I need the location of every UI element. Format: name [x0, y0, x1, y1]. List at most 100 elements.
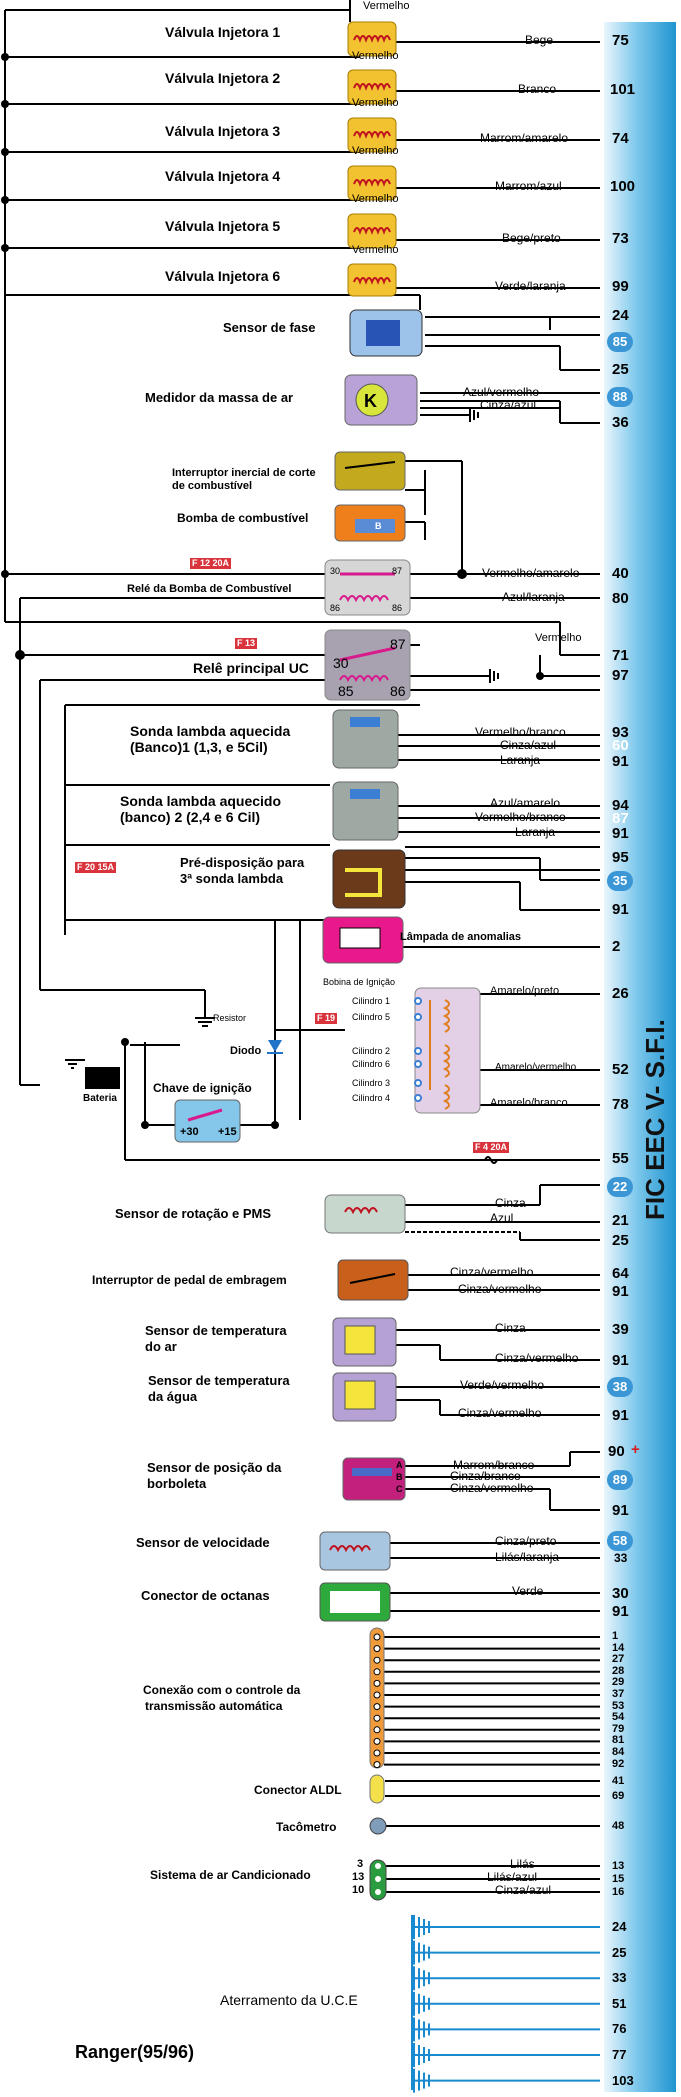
ignition-t30: +30: [180, 1126, 199, 1138]
o2-3-label-2: 3ª sonda lambda: [180, 871, 284, 886]
maf-label: Medidor da massa de ar: [145, 390, 294, 405]
ac-wire-2: Lilás/azul: [487, 1870, 538, 1884]
pin-2: 2: [612, 938, 621, 955]
trans-pin-14: 14: [612, 1641, 625, 1654]
tps-term-b: B: [396, 1472, 403, 1482]
pin-85-badge: 85: [607, 332, 633, 352]
trans-pin-1: 1: [612, 1630, 619, 1642]
injector-2-label: Válvula Injetora 2: [165, 70, 281, 86]
injector-5-label: Válvula Injetora 5: [165, 218, 281, 234]
o2-bank1-label: Sonda lambda aquecida: [130, 723, 291, 739]
pin-64: 64: [612, 1265, 629, 1282]
cyl-3: Cilindro 3: [352, 1078, 391, 1088]
ac-wire-3: Cinza/azul: [495, 1883, 552, 1897]
maf-wire-2: Cinza/azul: [480, 398, 537, 412]
o2-2-wire: Azul/amarelo: [490, 796, 561, 810]
coil-label: Bobina de Ignição: [323, 977, 396, 987]
trans-terminal: [373, 1749, 381, 1757]
cyl-5: Cilindro 5: [352, 1012, 391, 1022]
main-relay-wire: Vermelho: [535, 632, 582, 644]
pin-52: 52: [612, 1061, 629, 1078]
trans-terminal: [373, 1645, 381, 1653]
relay-terminal: 30: [330, 566, 341, 576]
ignition-switch-label: Chave de ignição: [153, 1081, 252, 1095]
pin-91: 91: [612, 825, 629, 842]
pin-16: 16: [612, 1886, 625, 1898]
trans-terminal: [373, 1703, 381, 1711]
pin-75: 75: [612, 32, 629, 49]
injector-6-wire: Verde/laranja: [495, 279, 566, 293]
battery-label: Bateria: [83, 1093, 117, 1104]
rpm-wire-1: Cinza: [495, 1196, 526, 1210]
injector-3-label: Válvula Injetora 3: [165, 123, 281, 139]
pin-91: 91: [612, 1283, 629, 1300]
o2-1-wire: Cinza/azul: [500, 738, 557, 752]
pin-58-badge: 58: [607, 1531, 633, 1551]
pin-91: 91: [612, 1502, 629, 1519]
pin-21: 21: [612, 1212, 629, 1229]
pin-74: 74: [612, 130, 629, 147]
pin-40: 40: [612, 565, 629, 582]
clutch-wire-2: Cinza/vermelho: [458, 1282, 542, 1296]
pin-69: 69: [612, 1790, 625, 1802]
main-relay-t30: 30: [333, 655, 349, 671]
trans-pin-28: 28: [612, 1664, 625, 1677]
pin-71: 71: [612, 647, 629, 664]
pin-13: 13: [612, 1860, 625, 1872]
tps-label-2: borboleta: [147, 1476, 207, 1491]
trans-pin-27: 27: [612, 1653, 625, 1666]
main-relay-t87: 87: [390, 636, 406, 652]
rpm-wire-2: Azul: [490, 1211, 514, 1225]
ground-pin-103: 103: [612, 2072, 634, 2088]
injector-feed-label: Vermelho: [352, 50, 399, 62]
pin-80: 80: [612, 590, 629, 607]
injector-2-wire: Branco: [518, 82, 557, 96]
tps-term-a: A: [396, 1460, 403, 1470]
ground-pin-76: 76: [612, 2021, 627, 2037]
diode-label: Diodo: [230, 1045, 262, 1057]
o2-3-label: Pré-disposição para: [180, 855, 305, 870]
water-temp-label: Sensor de temperatura: [148, 1373, 290, 1388]
ground-pin-51: 51: [612, 1995, 627, 2011]
pin-97: 97: [612, 667, 629, 684]
tps-term-c: C: [396, 1484, 403, 1494]
o2-1-wire: Vermelho/branco: [475, 725, 566, 739]
o2-1-wire: Laranja: [500, 753, 541, 767]
injector-1-label: Válvula Injetora 1: [165, 24, 281, 40]
ground-pin-33: 33: [612, 1970, 627, 1986]
trans-pin-79: 79: [612, 1722, 625, 1735]
tps-wire-2: Cinza/branco: [450, 1469, 521, 1483]
injector-feed-label: Vermelho: [363, 0, 410, 12]
coil-wire-3: Amarelo/branco: [490, 1097, 568, 1109]
trans-terminal: [373, 1714, 381, 1722]
injector-4-wire: Marrom/azul: [495, 179, 562, 193]
pin-25: 25: [612, 361, 629, 378]
ground-pin-24: 24: [612, 1919, 627, 1934]
air-temp-label-2: do ar: [145, 1339, 177, 1354]
inertia-switch-label-2: de combustível: [172, 480, 253, 492]
trans-label-2: transmissão automática: [145, 1699, 283, 1713]
pin-73: 73: [612, 230, 629, 247]
coil-wire-1: Amarelo/preto: [490, 985, 560, 997]
air-temp-wire-1: Cinza: [495, 1321, 526, 1335]
pin-33: 33: [614, 1551, 628, 1565]
injector-3-wire: Marrom/amarelo: [480, 131, 569, 145]
pin-41: 41: [612, 1775, 625, 1787]
pin-89-badge: 89: [607, 1470, 633, 1490]
trans-pin-81: 81: [612, 1734, 625, 1747]
pin-22-badge: 22: [607, 1177, 633, 1197]
trans-label: Conexão com o controle da: [143, 1683, 301, 1697]
vss-wire-1: Cinza/preto: [495, 1534, 557, 1548]
o2-bank2-label: Sonda lambda aquecido: [120, 793, 282, 809]
water-temp-wire-1: Verde/vermelho: [460, 1378, 545, 1392]
pin-78: 78: [612, 1096, 629, 1113]
pump-relay-wire-2: Azul/laranja: [502, 590, 565, 604]
o2-2-wire: Vermelho/branco: [475, 810, 566, 824]
injector-feed-label: Vermelho: [352, 193, 399, 205]
fuse-f12: F 12 20A: [190, 558, 232, 569]
trans-terminal: [373, 1737, 381, 1745]
relay-terminal: 86: [330, 603, 341, 613]
pin-15: 15: [612, 1873, 625, 1885]
trans-terminal: [373, 1726, 381, 1734]
pin-91: 91: [612, 1603, 629, 1620]
